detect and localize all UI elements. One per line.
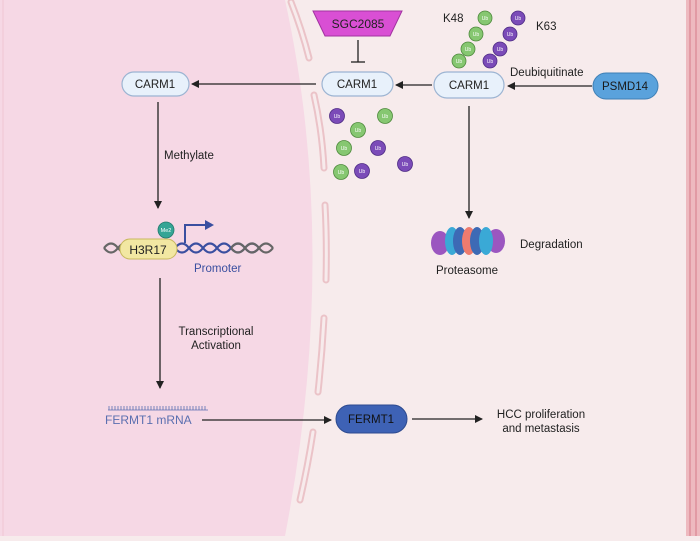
free-ub-labels: Ub Ub Ub Ub Ub Ub Ub Ub: [334, 114, 409, 176]
proteasome-icon: [431, 227, 505, 255]
proteasome-label: Proteasome: [436, 265, 498, 277]
svg-text:Ub: Ub: [359, 169, 366, 175]
h3r17-label: H3R17: [129, 243, 167, 257]
svg-text:Ub: Ub: [334, 114, 341, 120]
k48-ub-chain: [451, 10, 493, 69]
nuclear-envelope-inner: [289, 0, 328, 502]
carm1-nucleus-node: [121, 71, 190, 97]
svg-text:Ub: Ub: [473, 32, 480, 38]
carm1-right-node: [433, 71, 505, 99]
degradation-label: Degradation: [520, 239, 583, 251]
methylate-label: Methylate: [164, 150, 214, 162]
ub-labels: Ub Ub Ub Ub Ub Ub Ub Ub: [456, 16, 522, 65]
psmd14-label: PSMD14: [602, 81, 649, 93]
membrane-line: [695, 0, 697, 536]
svg-text:Ub: Ub: [507, 32, 514, 38]
svg-text:Ub: Ub: [487, 59, 494, 65]
outcome-label-line2: and metastasis: [502, 423, 580, 435]
transcription-arrowhead: [205, 220, 214, 230]
promoter-label: Promoter: [194, 263, 241, 275]
me2-label: Me2: [161, 228, 172, 234]
nucleus-region: [0, 0, 313, 536]
sgc2085-label: SGC2085: [332, 17, 385, 31]
mrna-strand: [108, 406, 208, 411]
svg-text:Ub: Ub: [338, 170, 345, 176]
svg-text:Ub: Ub: [465, 47, 472, 53]
svg-text:Ub: Ub: [375, 146, 382, 152]
svg-text:Ub: Ub: [515, 16, 522, 22]
svg-text:Ub: Ub: [456, 59, 463, 65]
transcriptional-label: Transcriptional: [179, 326, 254, 338]
svg-text:Ub: Ub: [382, 114, 389, 120]
svg-text:Ub: Ub: [482, 16, 489, 22]
svg-text:Ub: Ub: [497, 47, 504, 53]
k63-label: K63: [536, 21, 556, 33]
sgc2085-inhibitor: [312, 10, 403, 37]
fermt1-node: [335, 404, 408, 434]
psmd14-node: [592, 72, 659, 100]
carm1-mid-node: [321, 71, 394, 97]
activation-label: Activation: [191, 340, 241, 352]
transcription-start-arrow: [184, 224, 207, 243]
membrane-line: [689, 0, 691, 536]
svg-text:Ub: Ub: [341, 146, 348, 152]
deubiquitinate-label: Deubiquitinate: [510, 67, 584, 79]
carm1-right-label: CARM1: [449, 80, 489, 92]
fermt1-label: FERMT1: [348, 414, 394, 426]
k63-ub-chain: [482, 10, 526, 69]
fermt1-mrna-label: FERMT1 mRNA: [105, 413, 192, 427]
svg-text:Ub: Ub: [402, 162, 409, 168]
carm1-nucleus-label: CARM1: [135, 79, 175, 91]
carm1-mid-label: CARM1: [337, 79, 377, 91]
me2-mark: [157, 221, 175, 239]
free-ubiquitins: [329, 108, 413, 180]
cell-membrane: [686, 0, 700, 536]
svg-text:Ub: Ub: [355, 128, 362, 134]
k48-label: K48: [443, 13, 463, 25]
left-edge: [2, 0, 4, 536]
outcome-label-line1: HCC proliferation: [497, 409, 585, 421]
h3r17-node: [119, 238, 178, 260]
